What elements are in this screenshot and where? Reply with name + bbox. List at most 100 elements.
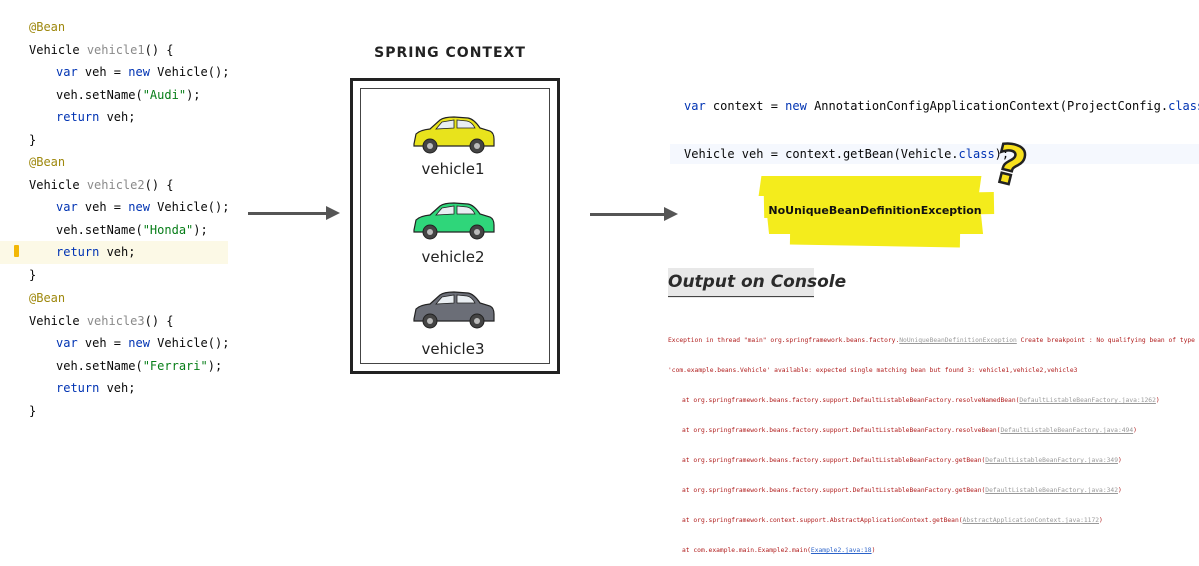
bean-label-vehicle3: vehicle3 xyxy=(421,340,485,358)
code-text: Vehicle(); xyxy=(149,336,230,350)
closing-brace: } xyxy=(29,403,37,418)
method-signature: Vehicle vehicle2() { xyxy=(0,174,228,197)
console-output: Exception in thread "main" org.springfra… xyxy=(668,316,1195,566)
stack-frame: at org.springframework.beans.factory.sup… xyxy=(668,396,1195,406)
signature-rest: () { xyxy=(144,42,174,57)
return-type: Vehicle xyxy=(29,177,80,192)
keyword: var xyxy=(56,65,78,79)
exception-link[interactable]: NoUniqueBeanDefinitionException xyxy=(899,337,1017,344)
return-type: Vehicle xyxy=(29,313,80,328)
keyword: var xyxy=(684,99,706,113)
console-title-background xyxy=(668,268,814,298)
arrow-shaft xyxy=(248,212,328,215)
car-icon-vehicle3 xyxy=(413,291,495,329)
stack-frame: at org.springframework.context.support.A… xyxy=(668,516,1195,526)
code-text: veh; xyxy=(99,381,136,395)
spring-context-title: SPRING CONTEXT xyxy=(374,45,526,61)
method-signature: Vehicle vehicle3() { xyxy=(0,310,228,333)
frame-link[interactable]: DefaultListableBeanFactory.java:342 xyxy=(985,487,1118,494)
code-text: Vehicle(); xyxy=(149,200,230,214)
frame-text: at org.springframework.context.support.A… xyxy=(682,517,963,524)
frame-text: ) xyxy=(871,547,876,554)
spring-context-frame xyxy=(350,78,560,374)
stack-frame: at org.springframework.beans.factory.sup… xyxy=(668,456,1195,466)
frame-link[interactable]: DefaultListableBeanFactory.java:494 xyxy=(1000,427,1134,434)
arrow-head xyxy=(326,206,340,220)
closing-brace: } xyxy=(29,267,37,282)
bean-annotation: @Bean xyxy=(29,20,66,34)
stack-frame: at org.springframework.beans.factory.sup… xyxy=(668,486,1195,496)
keyword: var xyxy=(56,200,78,214)
console-line: 'com.example.beans.Vehicle' available: e… xyxy=(668,367,1078,374)
frame-link[interactable]: DefaultListableBeanFactory.java:349 xyxy=(985,457,1118,464)
arrow-head xyxy=(664,207,678,221)
keyword: return xyxy=(56,110,100,124)
keyword: return xyxy=(56,245,100,259)
code-line-return: return veh; xyxy=(0,106,228,129)
method-name: vehicle1 xyxy=(86,42,145,57)
signature-rest: () { xyxy=(144,313,174,328)
keyword: new xyxy=(128,65,150,79)
keyword: class xyxy=(1168,99,1199,113)
frame-text: ) xyxy=(1117,487,1122,494)
code-text: Vehicle veh = context.getBean(Vehicle. xyxy=(684,147,959,161)
code-block-vehicle2: @Bean Vehicle vehicle2() { var veh = new… xyxy=(0,151,230,286)
code-text: ); xyxy=(193,222,208,237)
frame-text: ) xyxy=(1117,457,1122,464)
frame-text: ) xyxy=(1133,427,1137,434)
main-code-block: var context = new AnnotationConfigApplic… xyxy=(670,68,1199,178)
code-text: veh = xyxy=(77,65,129,79)
bean-annotation: @Bean xyxy=(29,291,66,305)
car-icon-vehicle1 xyxy=(413,116,495,154)
code-text: ); xyxy=(207,358,223,373)
console-line: Exception in thread "main" org.springfra… xyxy=(668,336,1195,346)
console-text: Create breakpoint : No qualifying bean o… xyxy=(1016,337,1195,344)
code-block-vehicle3: @Bean Vehicle vehicle3() { var veh = new… xyxy=(0,287,230,422)
signature-rest: () { xyxy=(144,177,174,192)
code-text: context = xyxy=(705,99,786,113)
keyword: new xyxy=(785,99,807,113)
car-body xyxy=(413,202,495,233)
method-name: vehicle2 xyxy=(86,177,145,192)
string-literal: "Honda" xyxy=(142,222,194,237)
closing-brace: } xyxy=(29,132,37,147)
code-line-setname: veh.setName("Ferrari"); xyxy=(0,355,228,378)
stack-frame: at com.example.main.Example2.main(Exampl… xyxy=(668,546,1195,556)
code-line-var: var veh = new Vehicle(); xyxy=(0,332,230,355)
frame-text: at com.example.main.Example2.main( xyxy=(682,547,811,554)
spring-context-inner-frame xyxy=(360,88,550,364)
bean-label-vehicle2: vehicle2 xyxy=(421,248,485,266)
car-icon-vehicle2 xyxy=(413,202,495,240)
frame-text: at org.springframework.beans.factory.sup… xyxy=(682,487,986,494)
frame-text: ) xyxy=(1155,397,1160,404)
code-text: ); xyxy=(994,147,1010,161)
keyword: new xyxy=(128,336,150,350)
frame-text: at org.springframework.beans.factory.sup… xyxy=(682,397,1020,404)
code-line-var: var veh = new Vehicle(); xyxy=(0,196,230,219)
bean-annotation: @Bean xyxy=(29,155,66,169)
return-type: Vehicle xyxy=(29,42,80,57)
console-title: Output on Console xyxy=(668,272,847,292)
code-line-getbean: Vehicle veh = context.getBean(Vehicle.cl… xyxy=(670,144,1199,164)
code-text: veh.setName( xyxy=(56,87,143,102)
frame-link[interactable]: Example2.java:18 xyxy=(810,547,872,554)
frame-link[interactable]: AbstractApplicationContext.java:1172 xyxy=(962,517,1100,524)
code-line-var: var veh = new Vehicle(); xyxy=(0,61,230,84)
highlight-stroke xyxy=(789,230,961,248)
code-text: AnnotationConfigApplicationContext(Proje… xyxy=(806,99,1169,113)
arrow-shaft xyxy=(590,213,666,216)
code-text: Vehicle(); xyxy=(149,65,230,79)
method-signature: Vehicle vehicle1() { xyxy=(0,39,228,62)
console-title-underline xyxy=(668,296,814,297)
keyword: var xyxy=(56,336,78,350)
code-text: veh; xyxy=(99,110,136,124)
car-body xyxy=(413,291,495,322)
exception-name: NoUniqueBeanDefinitionException xyxy=(768,204,982,217)
frame-link[interactable]: DefaultListableBeanFactory.java:1262 xyxy=(1019,397,1156,404)
code-text: veh.setName( xyxy=(56,222,143,237)
code-line-setname: veh.setName("Honda"); xyxy=(0,219,228,242)
string-literal: "Ferrari" xyxy=(142,358,208,373)
frame-text: at org.springframework.beans.factory.sup… xyxy=(682,457,986,464)
bulb-icon[interactable] xyxy=(14,245,19,257)
code-line-return: return veh; xyxy=(0,377,228,400)
